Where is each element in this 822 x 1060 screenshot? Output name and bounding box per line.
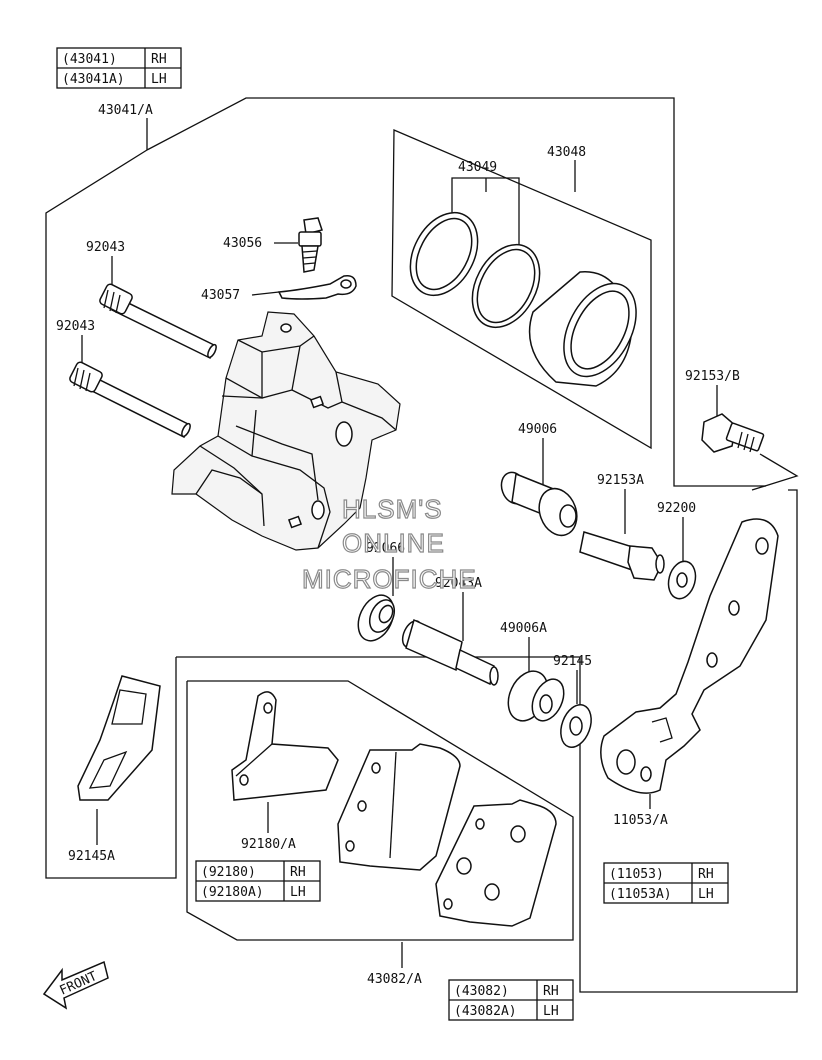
callout-43041A: 43041/A <box>98 103 153 118</box>
callout-92043-lower: 92043 <box>56 319 95 334</box>
bolt-92153B[interactable] <box>701 413 765 453</box>
callout-43057: 43057 <box>201 288 240 303</box>
callout-49006A: 49006A <box>500 621 547 636</box>
slide-pin-lower[interactable] <box>69 361 192 439</box>
clip-rh-side: RH <box>290 865 306 880</box>
brake-pad-outer[interactable] <box>435 799 557 927</box>
pad-rh-side: RH <box>543 984 559 999</box>
callout-92145A: 92145A <box>68 849 115 864</box>
piston[interactable] <box>528 271 651 388</box>
callout-49006: 49006 <box>518 422 557 437</box>
holder-pin-49006[interactable] <box>497 469 583 541</box>
bleeder-cap[interactable] <box>277 274 357 300</box>
caliper-group-outline <box>45 97 798 993</box>
caliper-lh-code: (43041A) <box>62 72 125 87</box>
callout-92200: 92200 <box>657 501 696 516</box>
pad-spring[interactable] <box>77 675 161 801</box>
bleeder-valve[interactable] <box>298 217 323 273</box>
holder-pin-49006A[interactable] <box>501 665 570 727</box>
callout-92153A: 92153A <box>597 473 644 488</box>
callout-92043-upper: 92043 <box>86 240 125 255</box>
watermark: HLSM'S ONLINE MICROFICHE <box>301 493 477 594</box>
callout-11053A: 11053/A <box>613 813 668 828</box>
caliper-lh-side: LH <box>151 72 167 87</box>
clip-side-table: (92180) RH (92180A) LH <box>195 860 321 902</box>
bracket-rh-side: RH <box>698 867 714 882</box>
pad-lh-side: LH <box>543 1004 559 1019</box>
callout-92180A: 92180/A <box>241 837 296 852</box>
clip-lh-code: (92180A) <box>201 885 264 900</box>
boot-92066[interactable] <box>351 589 400 646</box>
pad-lh-code: (43082A) <box>454 1004 517 1019</box>
callout-92153B: 92153/B <box>685 369 740 384</box>
watermark-line1: HLSM'S <box>342 494 443 524</box>
bracket-rh-code: (11053) <box>609 867 664 882</box>
pad-side-table: (43082) RH (43082A) LH <box>448 979 574 1021</box>
clip-rh-code: (92180) <box>201 865 256 880</box>
watermark-line3: MICROFICHE <box>302 564 477 594</box>
callout-92066: 92066 <box>366 541 405 556</box>
pad-group-outline <box>186 680 574 941</box>
piston-seal-outer[interactable] <box>397 201 491 307</box>
pin-92043A[interactable] <box>399 618 499 686</box>
caliper-body[interactable] <box>171 311 401 551</box>
callout-43049: 43049 <box>458 160 497 175</box>
slide-pin-upper[interactable] <box>99 283 218 360</box>
piston-group-outline <box>391 129 652 450</box>
callout-43048: 43048 <box>547 145 586 160</box>
bracket-lh-code: (11053A) <box>609 887 672 902</box>
bracket-side-table: (11053) RH (11053A) LH <box>603 862 729 904</box>
bracket-lh-side: LH <box>698 887 714 902</box>
pad-rh-code: (43082) <box>454 984 509 999</box>
caliper-rh-code: (43041) <box>62 52 117 67</box>
bolt-leader-outline <box>751 453 799 491</box>
callout-92145: 92145 <box>553 654 592 669</box>
bolt-92153A[interactable] <box>579 531 665 581</box>
brake-pad-inner[interactable] <box>337 743 461 871</box>
caliper-side-table: (43041) RH (43041A) LH <box>56 47 182 89</box>
callout-43082A: 43082/A <box>367 972 422 987</box>
callout-92043A: 92043A <box>435 576 482 591</box>
callout-43056: 43056 <box>223 236 262 251</box>
spacer-92145[interactable] <box>555 701 596 752</box>
watermark-line2: ONLINE <box>342 528 445 558</box>
caliper-bracket[interactable] <box>600 518 779 794</box>
washer-92200[interactable] <box>665 558 700 601</box>
caliper-rh-side: RH <box>151 52 167 67</box>
piston-seal-inner[interactable] <box>459 233 553 339</box>
pad-clip[interactable] <box>231 691 339 801</box>
front-arrow-icon: FRONT <box>42 960 109 1010</box>
clip-lh-side: LH <box>290 885 306 900</box>
